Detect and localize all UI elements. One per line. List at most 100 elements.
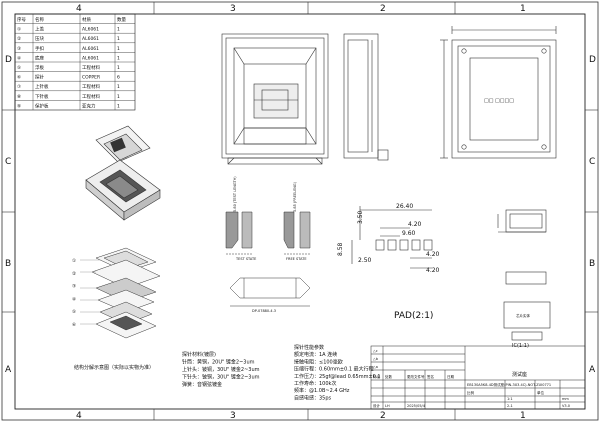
title-row-label: 处数 (385, 374, 393, 379)
isometric-assembly (85, 125, 161, 221)
exploded-callout-lines (80, 259, 102, 325)
bom-cell: ⑤ (17, 65, 21, 71)
pad-dimension: 9.60 (402, 230, 416, 237)
pad-dimension: 4.20 (426, 267, 440, 274)
bom-cell: 浮板 (35, 64, 44, 71)
inner-frame (14, 13, 586, 410)
zone-top-1: 1 (520, 4, 526, 14)
material-note: 针筒：黄铜，20U" 镀金2~3um (182, 359, 255, 366)
section-views (225, 211, 311, 255)
bom-cell: ④ (17, 55, 21, 61)
exploded-callout: ④ (72, 296, 76, 302)
bom-cell: 1 (117, 55, 120, 61)
bom-cell: 工程材料 (82, 93, 100, 100)
material-note: 探针材料(镀层) (182, 351, 216, 358)
bom-cell: 探针 (35, 74, 44, 81)
ic-cell-label: 芯片实体 (516, 313, 530, 318)
bom-cell: 1 (117, 27, 120, 33)
design-row-cell: LH (385, 404, 390, 408)
bom-cell: 保护板 (35, 102, 49, 109)
zone-top-3: 3 (230, 4, 236, 14)
bom-cell: 工程材料 (82, 83, 100, 90)
performance-note: 工作压力：25gf@lead 0.65mm±0.1 (294, 373, 381, 380)
pad-dimension: 8.58 (337, 242, 344, 256)
exploded-caption: 结构分解示意图（实际以实物为准） (74, 364, 154, 371)
project-name: 测试座 (512, 371, 527, 378)
bom-cell: 1 (117, 94, 120, 100)
zone-left-c: C (5, 157, 11, 167)
material-note: 上针头：铍铜，30U" 镀金2~3um (182, 366, 260, 373)
exploded-callout: ② (72, 271, 76, 277)
bom-cell: 1 (117, 103, 120, 109)
title-row-label: 更改文件号 (407, 374, 425, 379)
pad-dimension: 4.20 (426, 251, 440, 258)
section-right-label: 5.85 (FREELENG) (293, 181, 297, 212)
pin-detail-label: DP-07880-4.3 (252, 309, 276, 313)
zone-bottom-2: 2 (380, 411, 386, 421)
revision-mark: △c (373, 349, 378, 353)
pad-dimensions: 26.404.209.603.508.582.504.204.20 (337, 203, 440, 274)
section-left-state: TEST STATE (235, 257, 256, 261)
zone-left-d: D (5, 55, 12, 65)
revision-mark: △a (373, 365, 378, 369)
part-number: EB130A5K8-4D测试座(PIN-3X3.4C)-NOT-ZUI0771 (467, 382, 551, 387)
performance-note: 压缩行程：0.60mm±0.1 最大行程 (294, 366, 374, 373)
zone-left-a: A (5, 365, 12, 375)
bom-cell: 下针板 (35, 93, 49, 100)
bom-header-cell: 序号 (17, 16, 26, 23)
design-row-cell: 设计 (373, 403, 381, 408)
title-row-label: 签名 (427, 374, 434, 379)
pad-dimension: 2.50 (358, 257, 372, 264)
exploded-view (91, 247, 161, 339)
section-left-label: 5.80 (TEST LENGTH) (233, 176, 237, 212)
design-row-cell: 2025/05/4 (407, 404, 426, 408)
bom-cell: ⑧ (17, 94, 21, 100)
zone-top-4: 4 (76, 4, 82, 14)
bom-cell: 手扣 (35, 45, 44, 52)
bom-cell: COPPER (82, 75, 100, 81)
bom-cell: ① (17, 27, 21, 33)
bom-cell: AL6061 (82, 46, 99, 52)
material-note: 弹簧：音钢弦镀金 (182, 381, 222, 388)
right-top-view (440, 26, 557, 159)
zone-right-a: A (589, 365, 596, 375)
zone-right-d: D (589, 55, 596, 65)
material-note: 下针头：铍铜，30U" 镀金2~3um (182, 374, 260, 381)
bom-cell: ⑨ (17, 103, 21, 109)
zone-bottom-4: 4 (76, 411, 82, 421)
bom-cell: AL6061 (82, 36, 99, 42)
title-block (370, 345, 586, 410)
exploded-callout: ⑤ (72, 309, 76, 315)
performance-note: 频率：@1.0B~2.4 GHz (294, 387, 350, 394)
bom-cell: ⑥ (17, 75, 21, 81)
bom-cell: 工程材料 (82, 64, 100, 71)
unit-value: mm (562, 397, 569, 401)
bom-header-cell: 数量 (117, 16, 126, 23)
pad-title: PAD(2:1) (394, 311, 433, 321)
bom-cell: 底座 (35, 54, 44, 61)
bom-cell: 1 (117, 84, 120, 90)
performance-note: 工作寿命：100k次 (294, 380, 336, 387)
bom-cell: ② (17, 36, 21, 42)
side-view (343, 33, 389, 161)
title-row-label: 日期 (447, 374, 455, 379)
bom-cell: 上针板 (35, 83, 49, 90)
exploded-callout: ③ (72, 284, 76, 290)
exploded-callout: ① (72, 258, 76, 264)
performance-note: 自感电感：35ps (294, 394, 332, 401)
bom-cell: ③ (17, 46, 21, 52)
revision-mark: △b (373, 357, 379, 361)
bom-cell: 压块 (35, 35, 44, 42)
ic-drawing (497, 209, 551, 341)
right-view-label: □□ □□□□ (484, 98, 514, 104)
unit-label: 单位 (537, 390, 545, 395)
zone-left-b: B (5, 259, 11, 269)
